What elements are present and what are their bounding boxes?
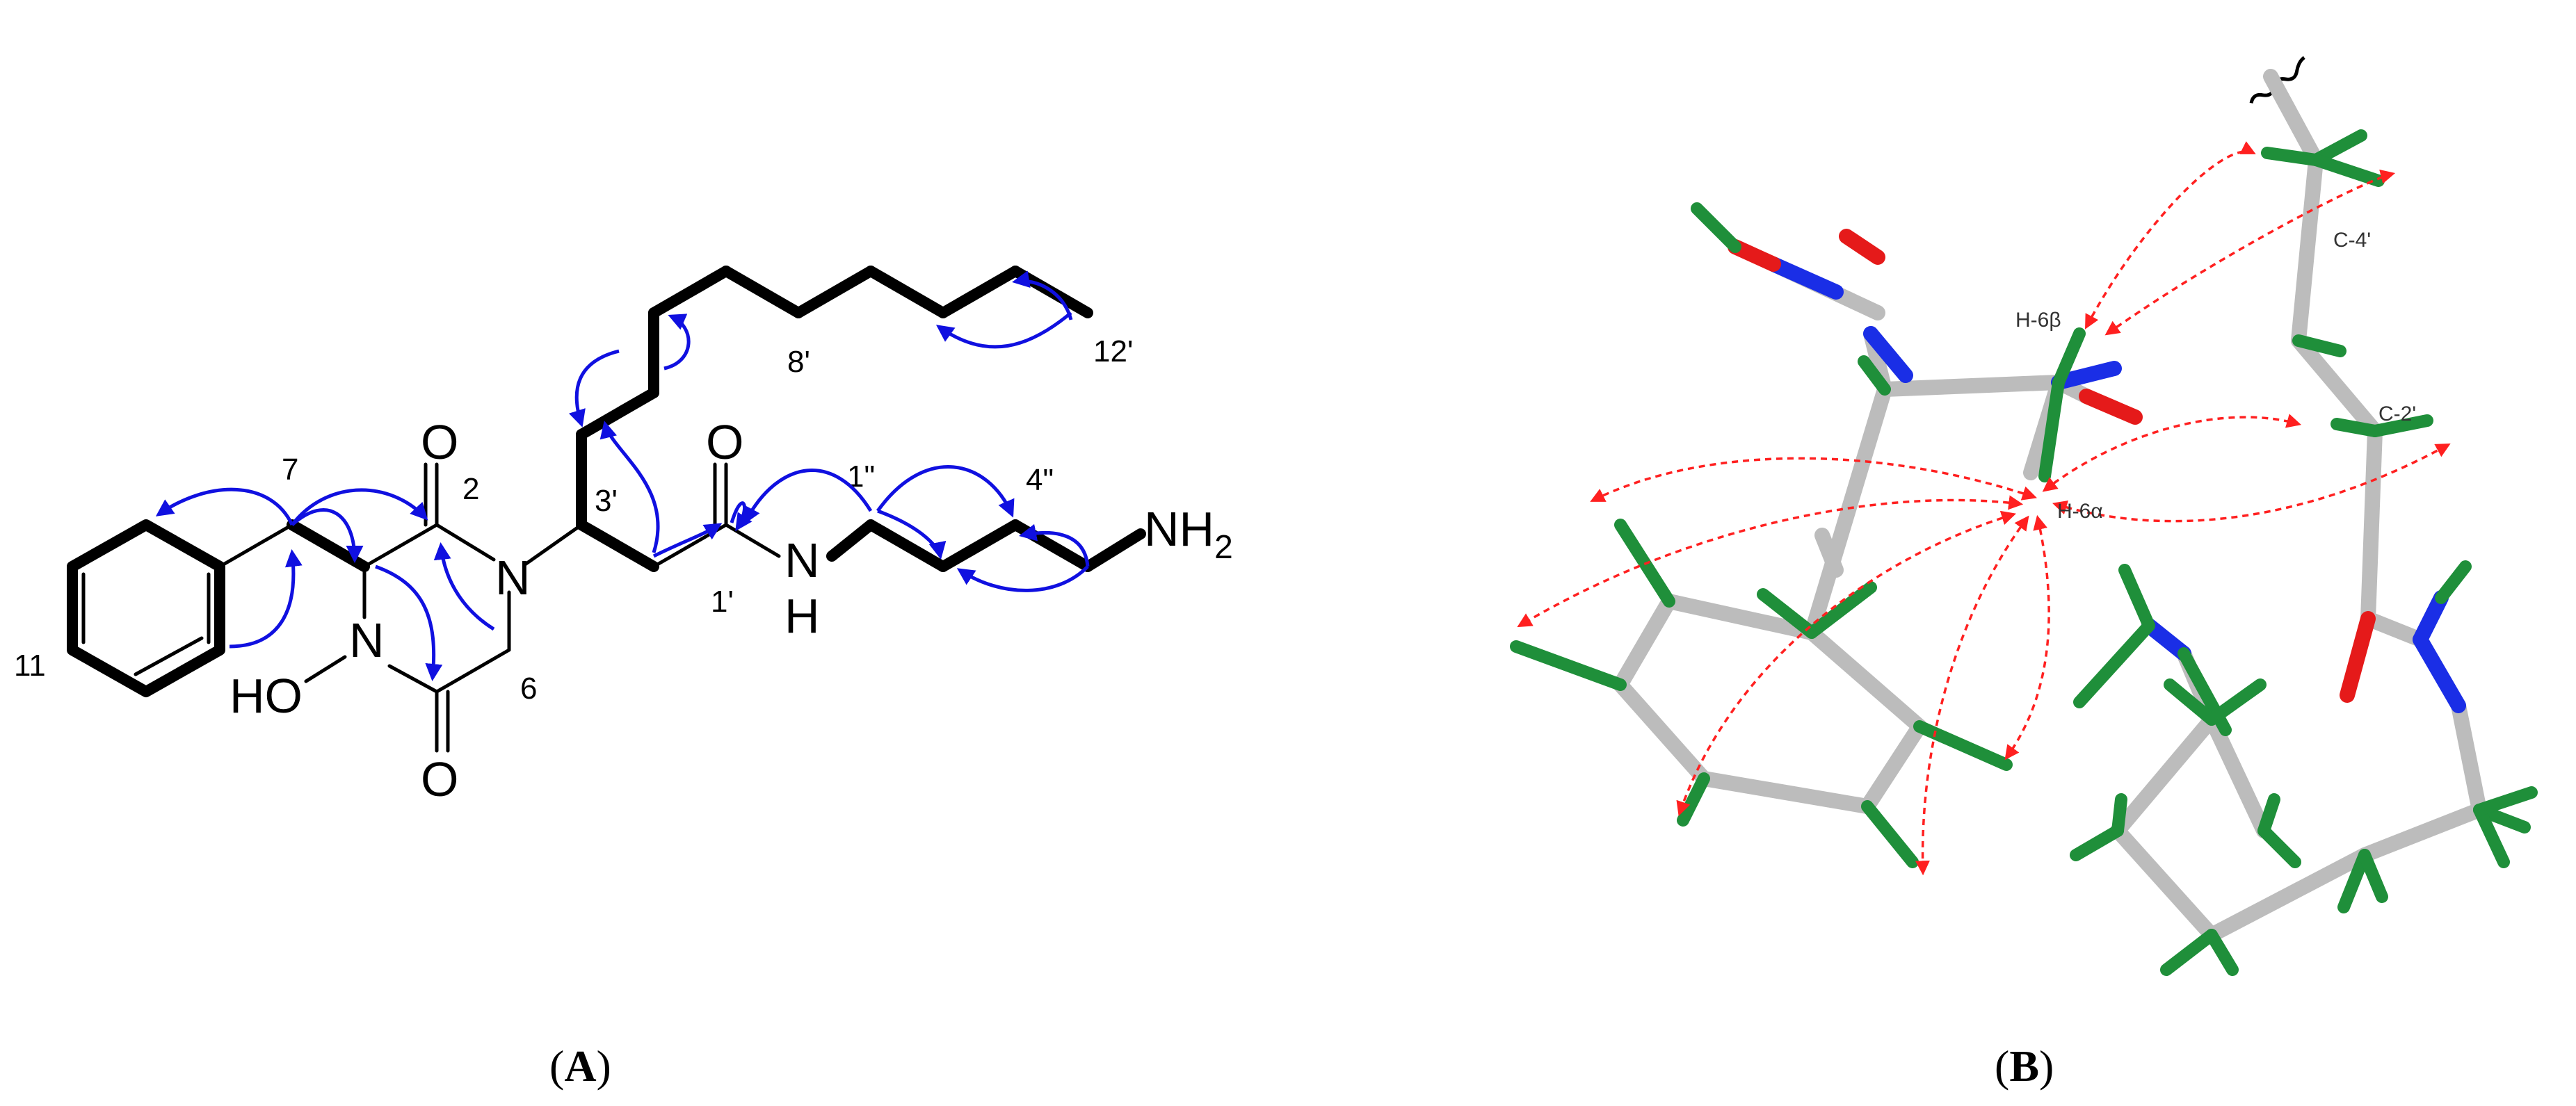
- label-h6a: H-6α: [2057, 500, 2103, 523]
- carbon-sticks: [1613, 69, 2487, 943]
- atom-nh2-sub: 2: [1214, 529, 1233, 566]
- atom-n-amide: N: [784, 533, 820, 587]
- atom-n-ring-left: N: [349, 613, 385, 667]
- atom-o-amide: O: [706, 415, 743, 469]
- label-c7: 7: [282, 453, 298, 487]
- hmbc-correlations: [155, 270, 1090, 681]
- panel-label-a: (A): [549, 1041, 611, 1091]
- atom-h-amide: H: [784, 589, 820, 643]
- atom-nh2-main: NH: [1144, 502, 1214, 556]
- panel-a-structure: O O N N HO O N H NH2 7 2 6 11 3' 1' 8' 1…: [14, 266, 1233, 1091]
- label-c2p: C-2': [2378, 402, 2416, 425]
- atom-o-bottom: O: [421, 752, 458, 806]
- panel-label-b: (B): [1995, 1041, 2054, 1091]
- atom-n-ring-right: N: [495, 551, 531, 605]
- n-alkyl-chain: [523, 266, 1146, 572]
- label-c4pp: 4": [1026, 463, 1054, 497]
- heteroatom-sticks: [1728, 229, 2466, 713]
- label-h6b: H-6β: [2015, 309, 2061, 332]
- label-c1p: 1': [711, 585, 734, 619]
- atom-ho: HO: [230, 669, 303, 723]
- panel-b-model: H-6β H-6α C-4' C-2' (B): [1510, 56, 2538, 1091]
- label-c8p: 8': [787, 345, 810, 379]
- label-c12p: 12': [1093, 334, 1133, 368]
- noesy-correlations: [1517, 141, 2451, 876]
- atom-nh2: NH2: [1144, 502, 1233, 566]
- atom-o-top: O: [421, 415, 458, 469]
- label-c6: 6: [520, 672, 537, 706]
- label-c4p: C-4': [2333, 229, 2371, 252]
- diketopiperazine-ring: [218, 462, 511, 753]
- label-c11: 11: [14, 649, 46, 683]
- phenyl-ring: [67, 519, 225, 697]
- label-c3p: 3': [595, 484, 618, 518]
- label-c2: 2: [462, 472, 479, 506]
